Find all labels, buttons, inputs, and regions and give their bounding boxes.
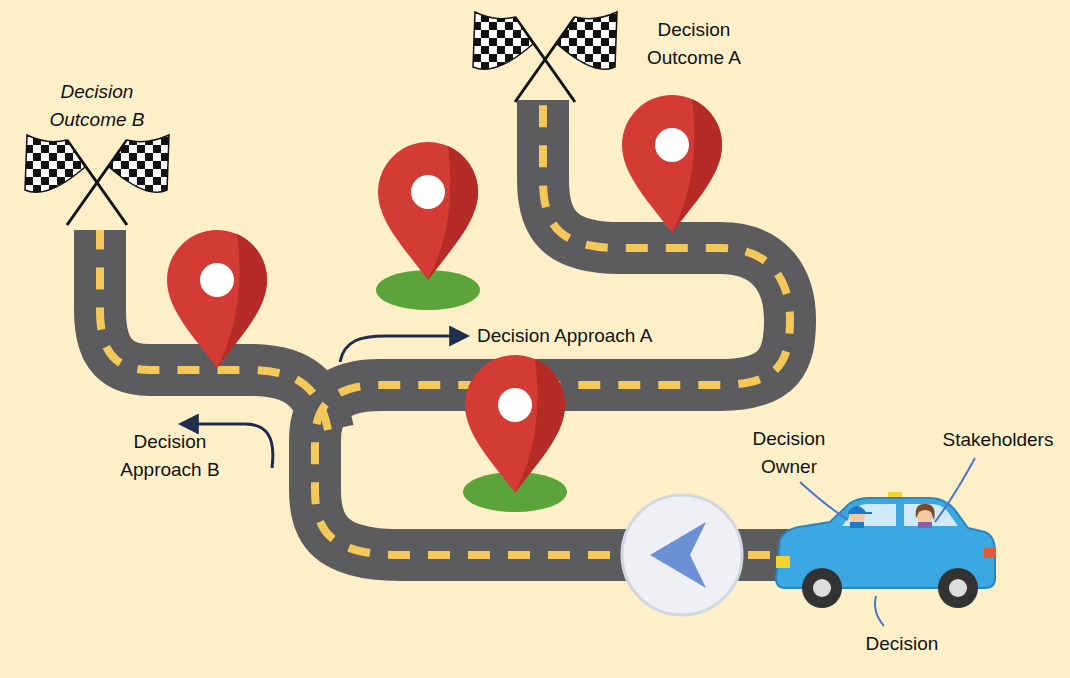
map-pin <box>622 95 722 233</box>
approach-arrow <box>340 336 466 362</box>
pin-shade <box>515 359 565 493</box>
pin-body <box>465 355 565 493</box>
road-dashes <box>100 230 328 430</box>
checkered-flags <box>473 12 617 102</box>
road <box>100 100 810 555</box>
pin-hole <box>200 263 234 297</box>
road-main <box>315 100 810 555</box>
approach-label: Decision Approach B <box>108 428 233 484</box>
leader-line <box>800 482 848 520</box>
role-label: Stakeholders <box>943 426 1054 454</box>
outcome-label: Decision Outcome A <box>634 16 754 72</box>
pin-hole <box>498 388 532 422</box>
leader-line <box>875 596 884 626</box>
car-label: Decision <box>866 630 939 658</box>
checkered-flags <box>25 135 169 225</box>
outcome-label: Decision Outcome B <box>37 78 157 134</box>
pin-body <box>378 142 478 280</box>
road-dashes <box>315 100 810 555</box>
pin-shade <box>672 99 722 233</box>
map-pin <box>465 355 565 493</box>
map-pin <box>167 230 267 368</box>
nav-icon <box>622 495 742 615</box>
pin-body <box>167 230 267 368</box>
pin-shade <box>217 234 267 368</box>
road-branch <box>100 230 328 430</box>
car <box>776 492 996 608</box>
approach-label: Decision Approach A <box>477 322 652 350</box>
pin-hole <box>411 175 445 209</box>
map-pins <box>167 95 722 493</box>
pin-shade <box>428 146 478 280</box>
pin-hole <box>655 128 689 162</box>
role-label: Decision Owner <box>739 425 839 481</box>
leader-line <box>935 458 975 522</box>
map-pin <box>378 142 478 280</box>
nav-arrow <box>650 522 706 588</box>
pin-body <box>622 95 722 233</box>
